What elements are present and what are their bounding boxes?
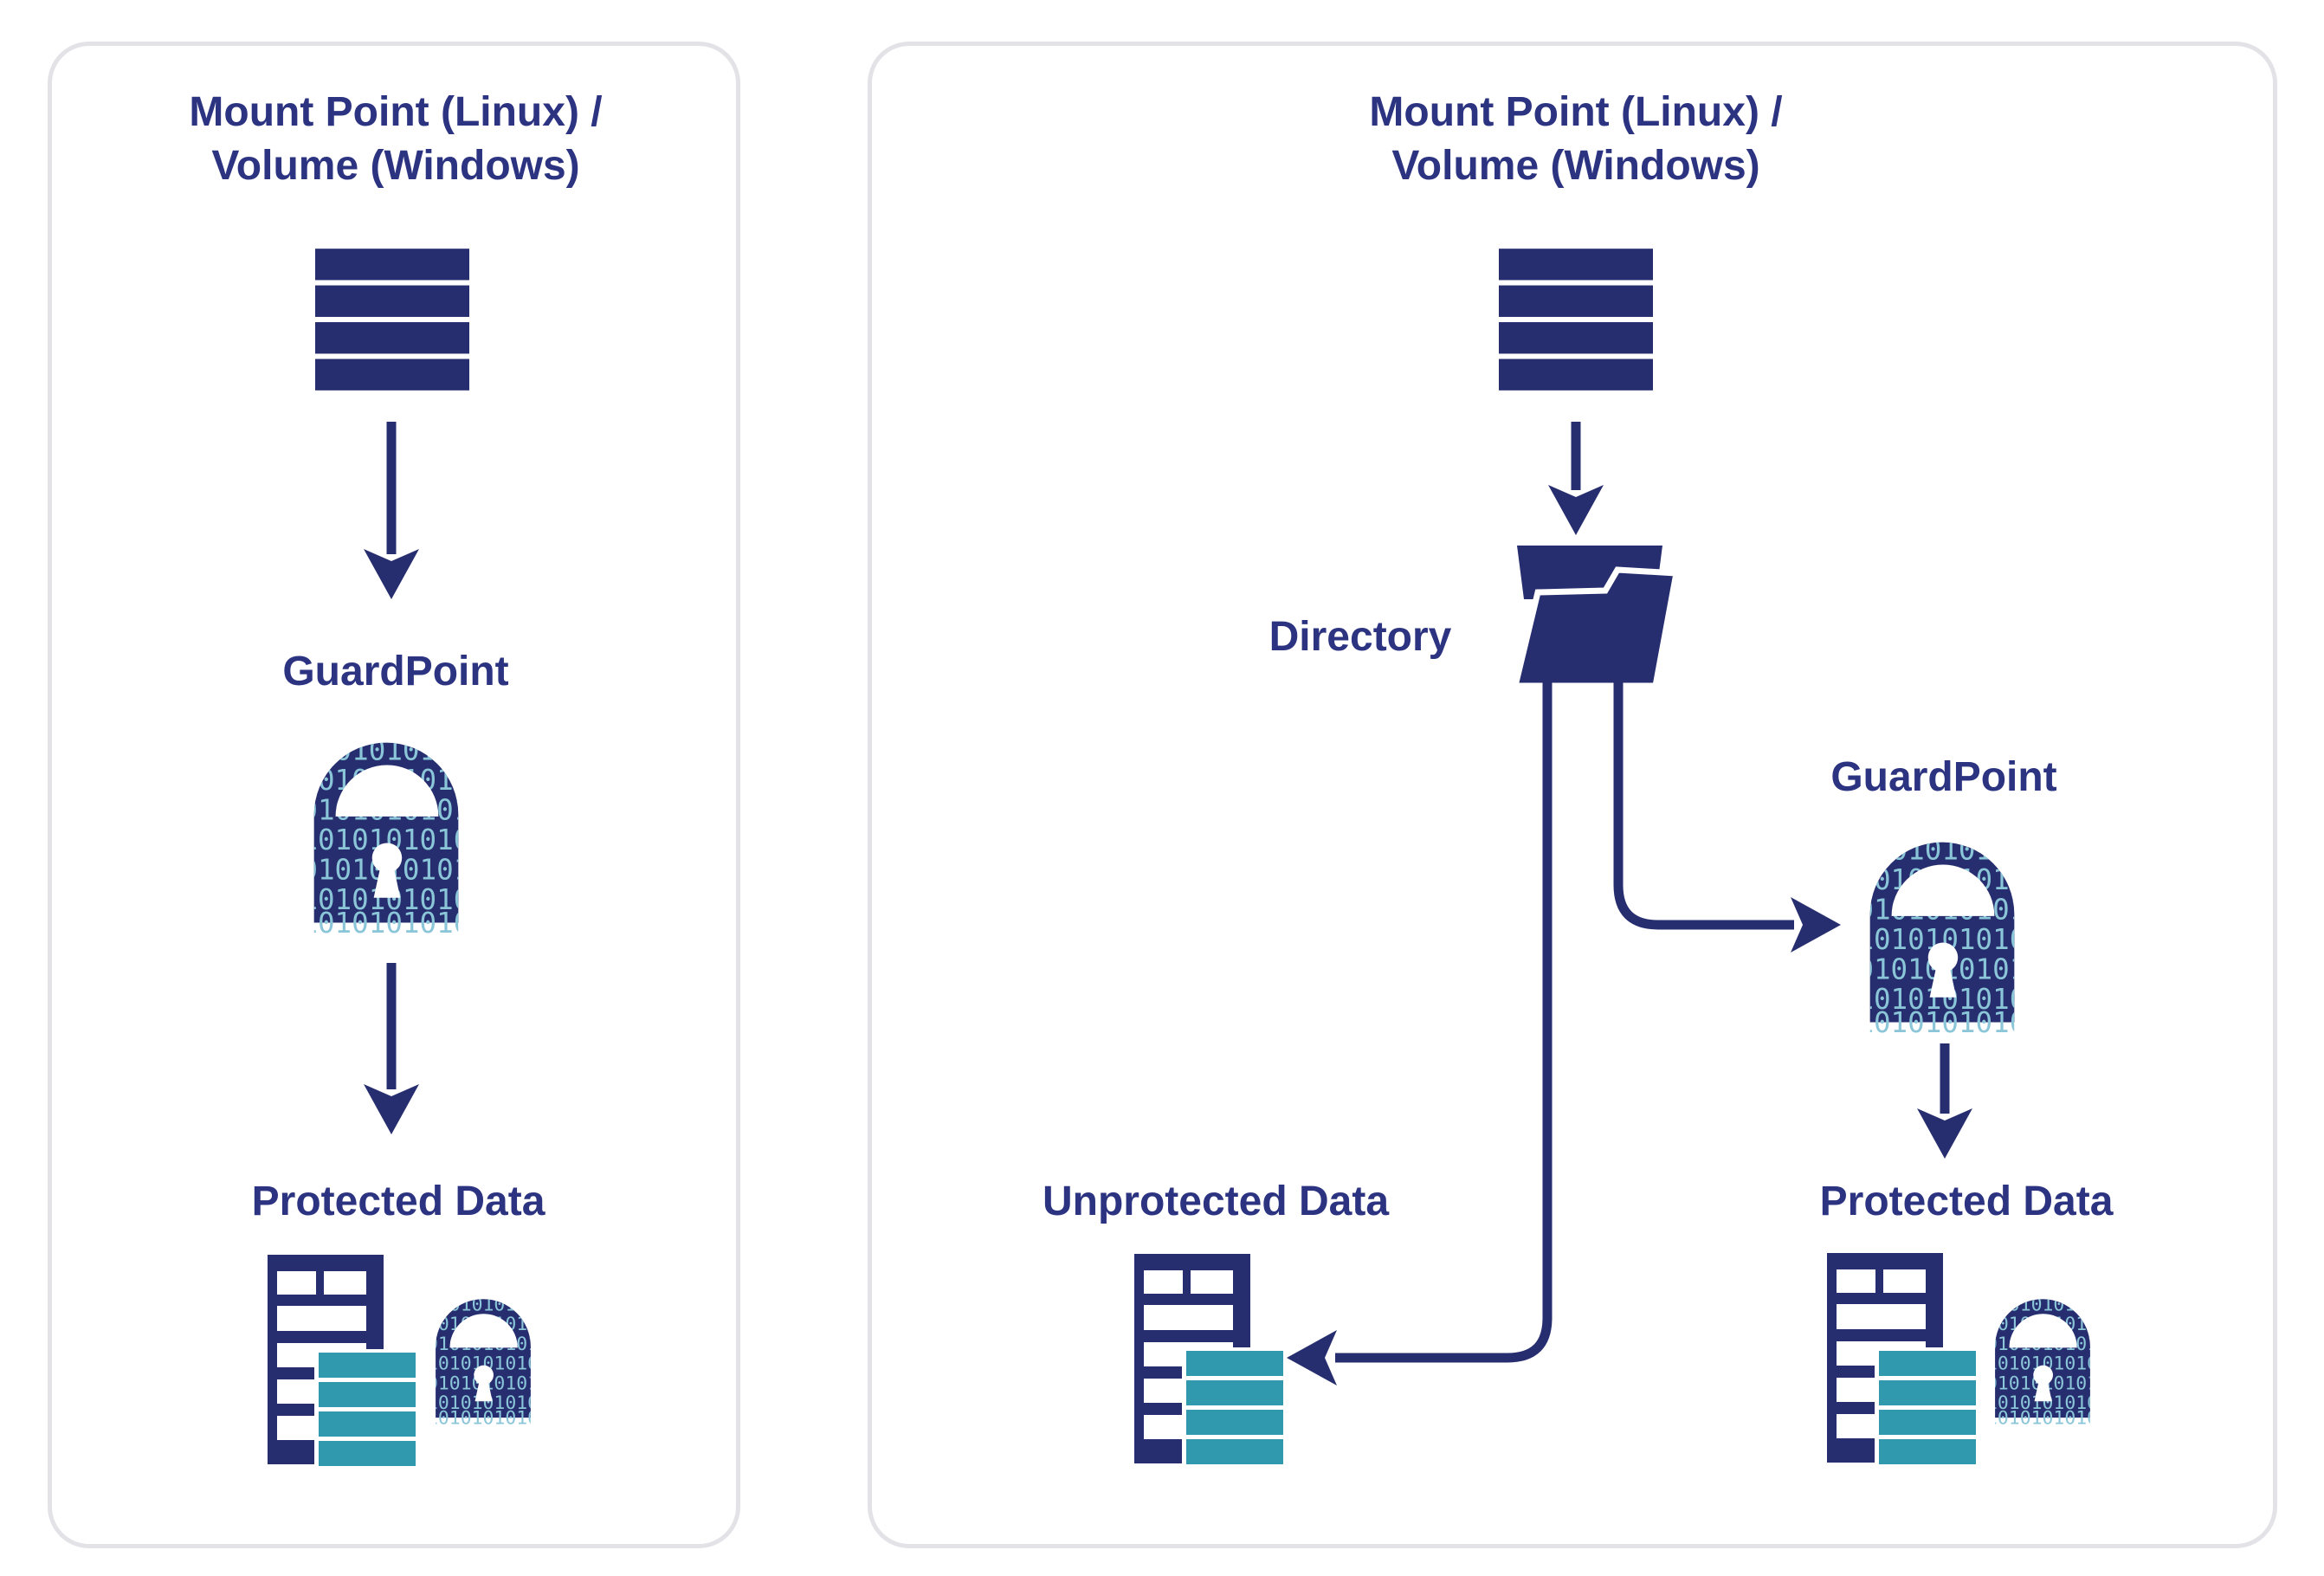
unprotected-data-label: Unprotected Data [1042, 1179, 1390, 1224]
page-title: Mount Point (Linux) / Volume (Windows) [189, 86, 602, 193]
title-line1: Mount Point (Linux) / [1369, 89, 1783, 135]
guardpoint-lock-icon [1863, 831, 2021, 1034]
directory-label: Directory [1269, 614, 1452, 660]
small-lock-icon [431, 1292, 535, 1425]
data-stack-icon [1182, 1347, 1288, 1469]
protected-data-label: Protected Data [251, 1179, 545, 1224]
data-stack-icon [1875, 1347, 1980, 1469]
small-lock-icon [1991, 1292, 2095, 1425]
guardpoint-label: GuardPoint [1830, 754, 2057, 800]
title-line2: Volume (Windows) [1391, 143, 1760, 189]
guardpoint-lock-icon [307, 732, 465, 934]
title-line1: Mount Point (Linux) / [189, 89, 603, 135]
protected-data-label: Protected Data [1819, 1179, 2114, 1224]
page-title: Mount Point (Linux) / Volume (Windows) [1369, 86, 1782, 193]
data-stack-icon [314, 1349, 420, 1470]
disk-volume-icon [315, 249, 469, 391]
disk-volume-icon [1499, 249, 1653, 391]
directory-folder-icon [1505, 544, 1682, 708]
title-line2: Volume (Windows) [211, 143, 580, 189]
guardpoint-label: GuardPoint [282, 649, 509, 694]
